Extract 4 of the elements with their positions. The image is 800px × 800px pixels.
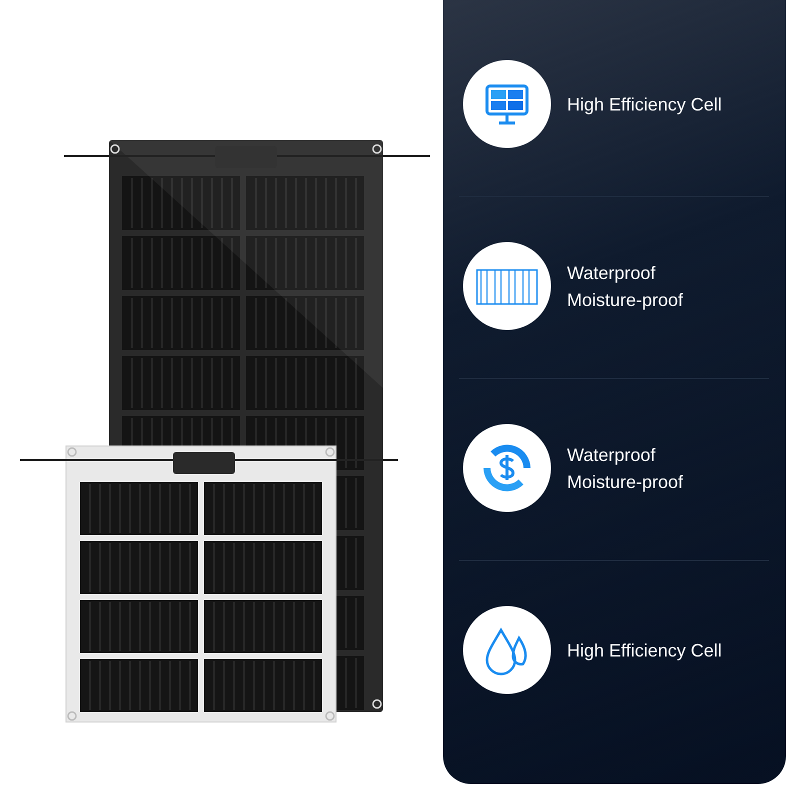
feature-text: High Efficiency Cell [567,94,723,116]
feature-text: Waterproof Moisture-proof [567,262,684,312]
feature-text: Waterproof Moisture-proof [567,444,684,494]
feature-text: High Efficiency Cell [567,640,723,662]
